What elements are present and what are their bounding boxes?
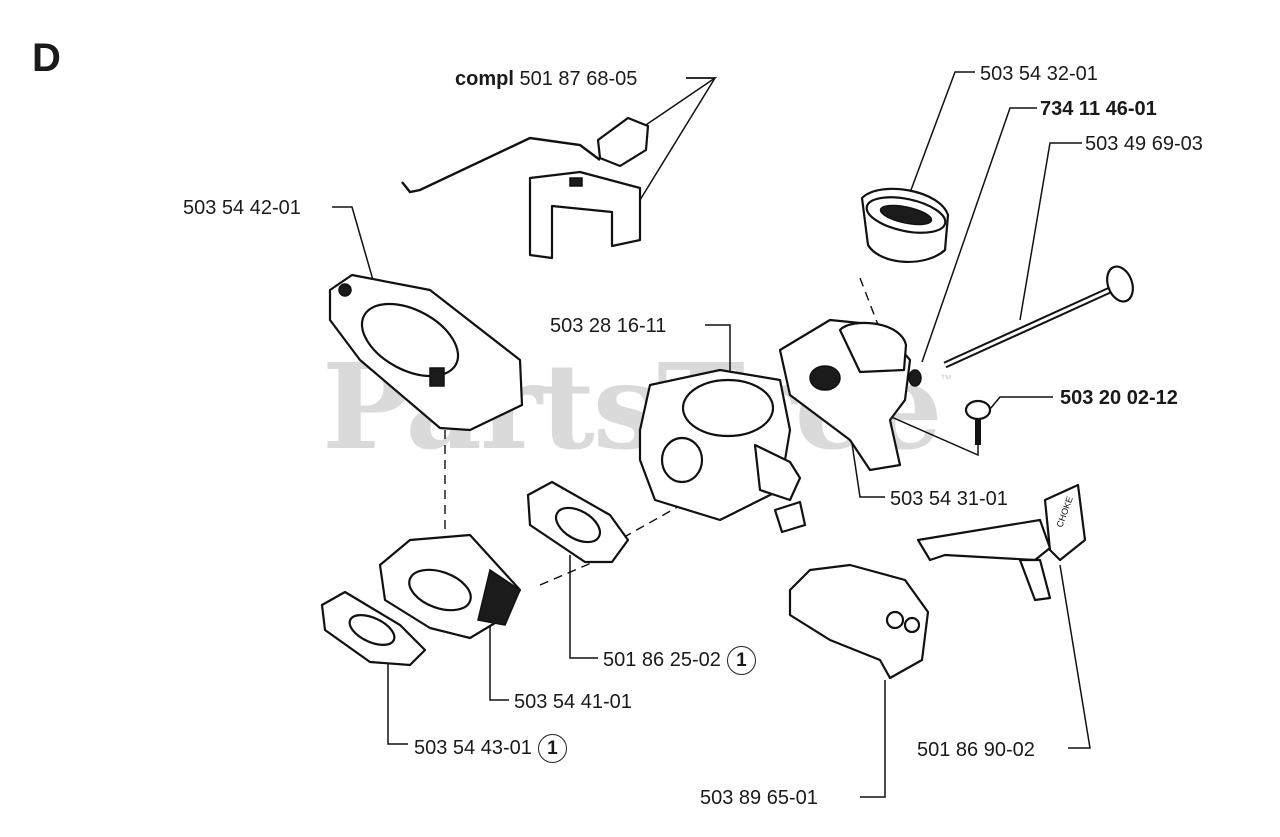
carb-gasket-number: 501 86 25-02	[603, 648, 721, 671]
carburetor-label: 503 28 16-11	[550, 315, 667, 337]
choke-lever-label: 501 86 90-02	[917, 739, 1035, 761]
long-bolt-label: 503 49 69-03	[1085, 133, 1203, 155]
adapter-label: 503 54 31-01	[890, 488, 1008, 510]
air-block-label: 503 89 65-01	[700, 787, 818, 809]
air-block	[788, 563, 930, 680]
compl-prefix: compl	[455, 68, 514, 90]
intake-flange	[328, 273, 524, 432]
screw	[964, 399, 992, 445]
choke-lever: CHOKE	[916, 483, 1087, 602]
intake-flange-label: 503 54 42-01	[183, 197, 301, 219]
wire-assembly-label: compl 501 87 68-05	[455, 69, 637, 89]
adapter	[778, 318, 912, 472]
watermark-trademark: ™	[940, 372, 952, 386]
spacer-label: 503 54 41-01	[514, 691, 632, 713]
note-badge: 1	[726, 646, 756, 675]
outer-gasket-number: 503 54 43-01	[414, 736, 532, 759]
note-badge: 1	[537, 734, 567, 763]
carburetor	[638, 368, 807, 534]
outer-gasket	[320, 590, 427, 667]
wire-assembly-number: 501 87 68-05	[519, 68, 638, 90]
section-letter: D	[32, 36, 61, 80]
intake-boot	[860, 187, 950, 263]
carb-gasket	[526, 480, 630, 564]
washer-label: 734 11 46-01	[1040, 98, 1157, 120]
spacer	[378, 533, 522, 640]
intake-boot-label: 503 54 32-01	[980, 63, 1098, 85]
leader-lines	[332, 71, 1091, 798]
screw-label: 503 20 02-12	[1060, 387, 1178, 409]
long-bolt	[908, 265, 1134, 387]
wire-assembly	[401, 116, 650, 260]
